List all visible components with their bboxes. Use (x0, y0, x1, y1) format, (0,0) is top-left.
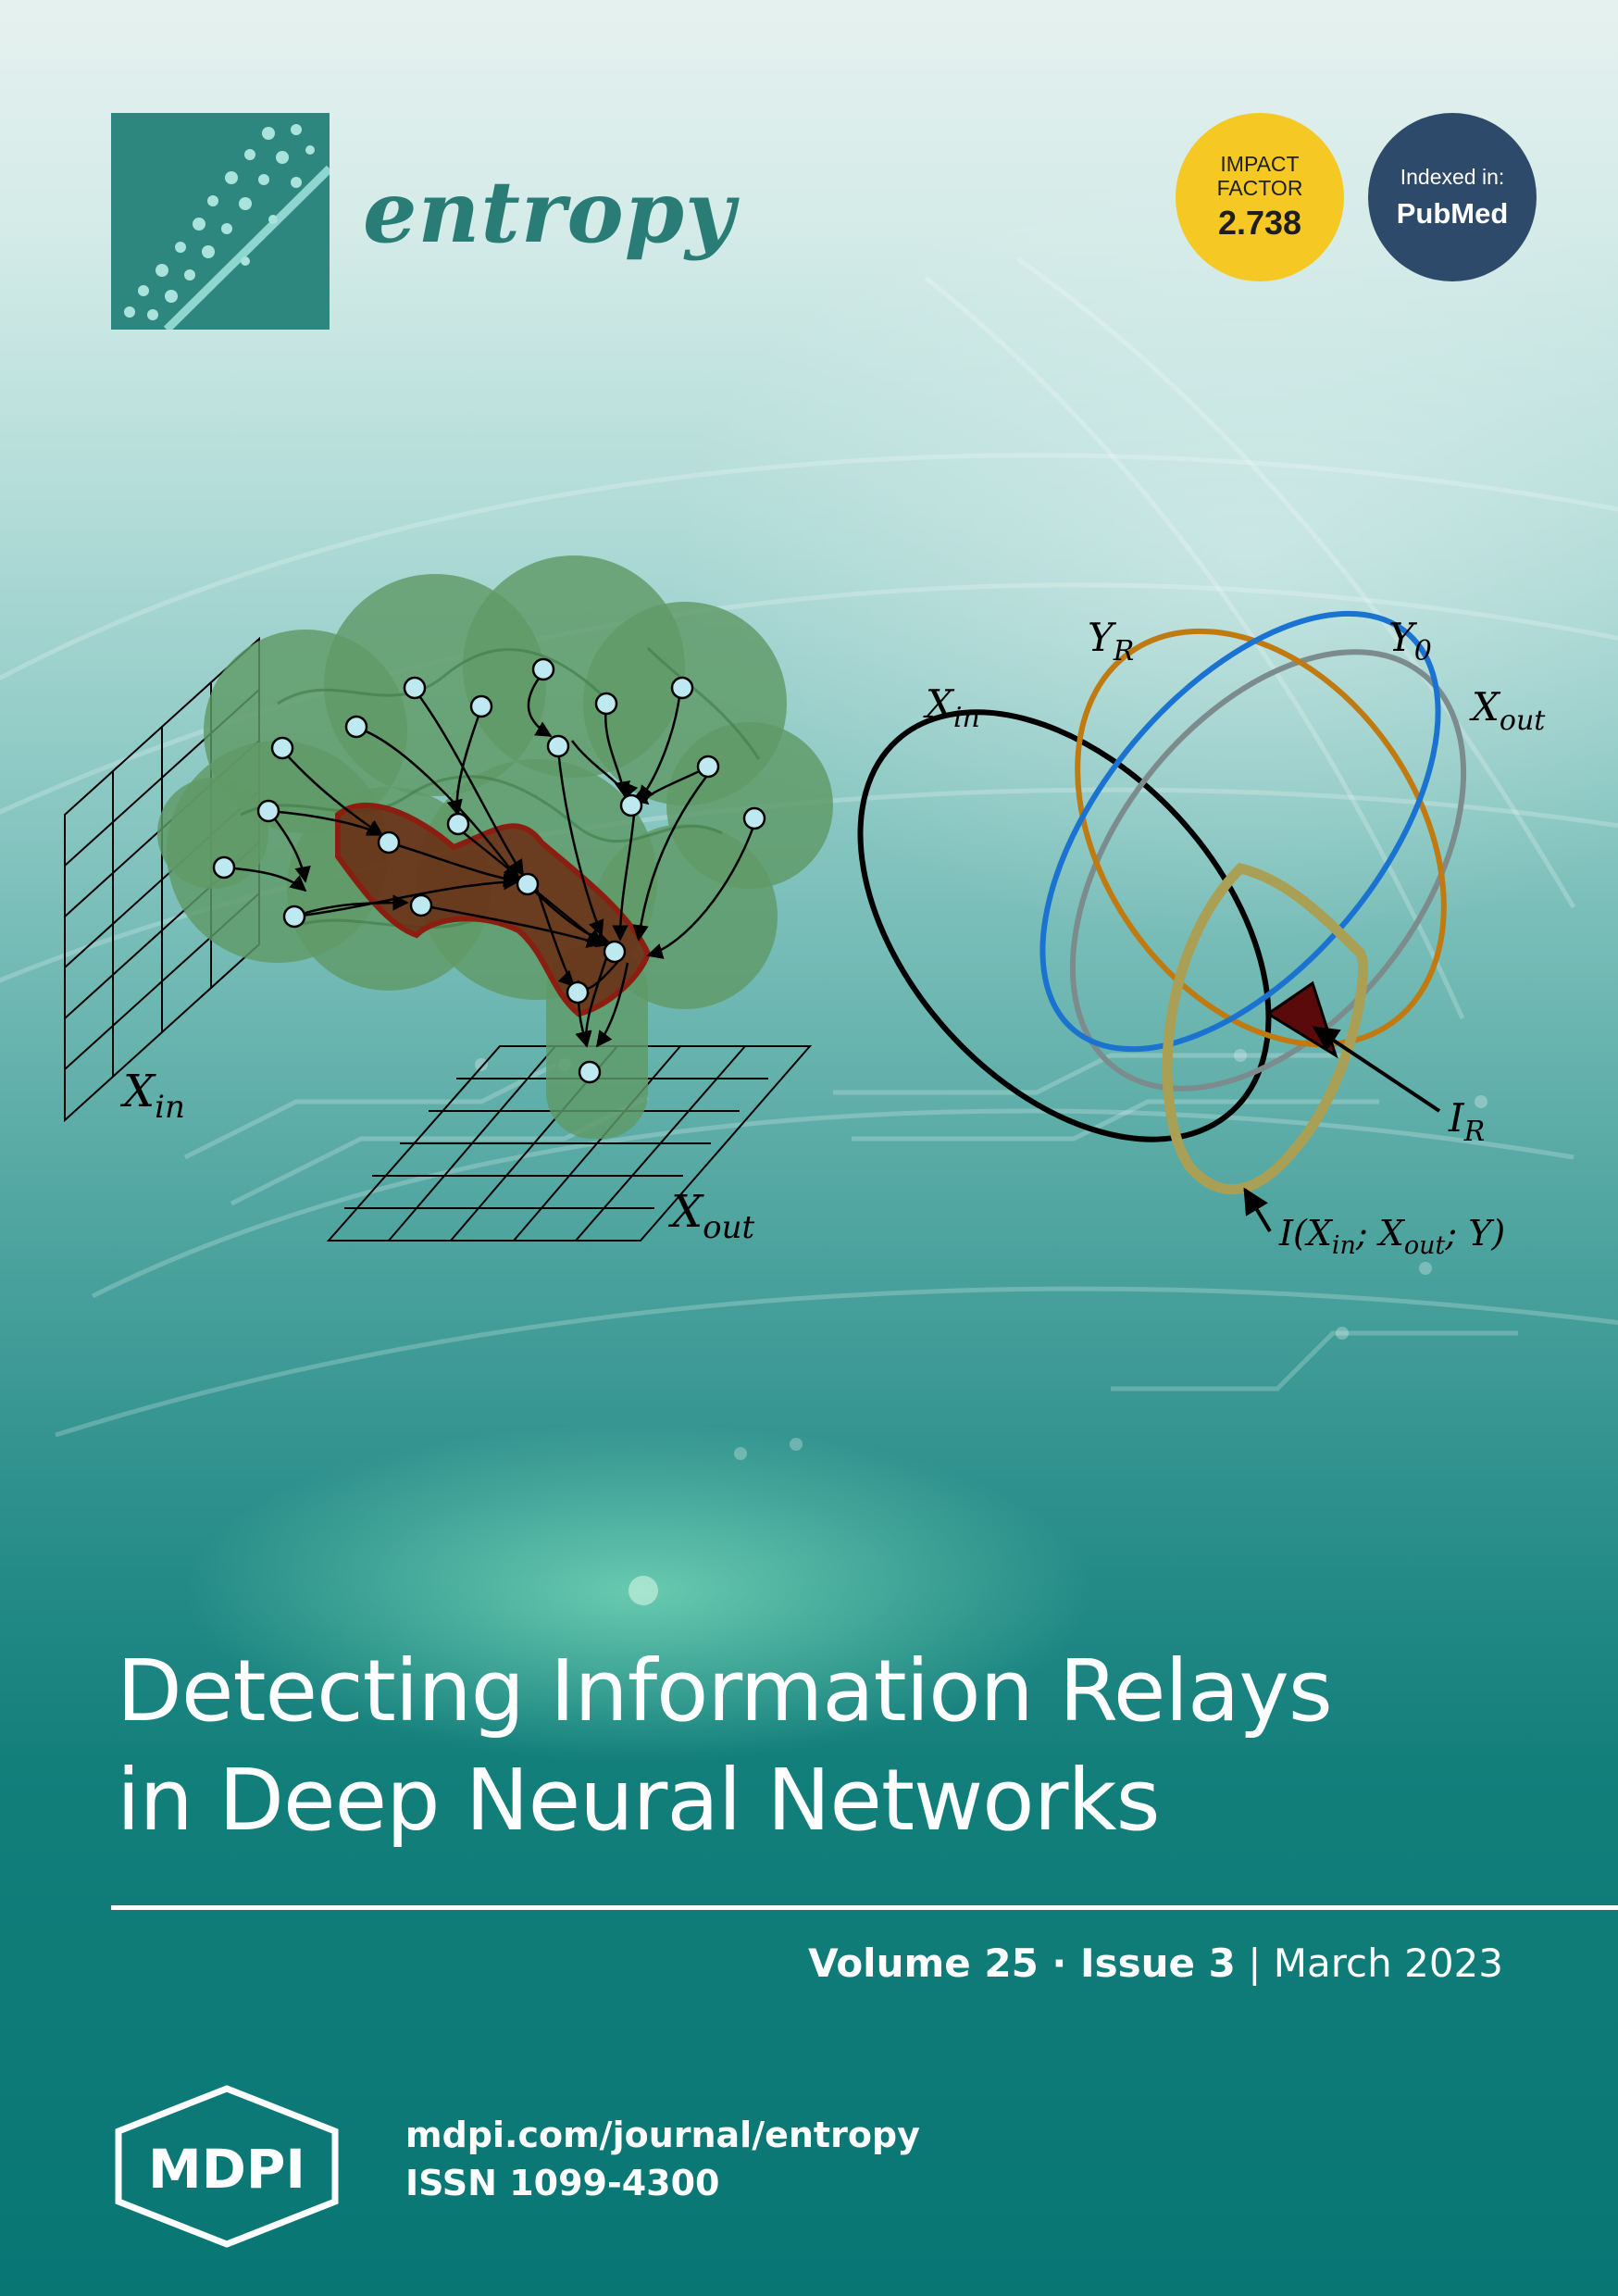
impact-factor-value: 2.738 (1217, 204, 1302, 242)
impact-factor-label-1: IMPACT (1220, 152, 1300, 176)
ellipse-x-out (1069, 649, 1467, 1092)
mutual-info-label: I(X (1278, 1213, 1334, 1254)
impact-factor-badge: IMPACT FACTOR 2.738 (1176, 113, 1344, 281)
svg-text:Xin: Xin (119, 1066, 185, 1126)
x-in-label-left: X (119, 1066, 156, 1117)
mutual-info-arrow (1243, 1187, 1272, 1233)
svg-text:I(Xin; Xout; Y): I(Xin; Xout; Y) (1278, 1213, 1505, 1260)
ellipse-x-in (857, 709, 1272, 1142)
mutual-info-label-sub1: in (1332, 1231, 1356, 1260)
mutual-info-label-end: ; Y) (1444, 1213, 1505, 1254)
mutual-info-label-sub2: out (1404, 1231, 1446, 1260)
x-out-label-left: X (667, 1186, 704, 1238)
x-in-label-right-sub: in (953, 702, 980, 734)
issue-date: March 2023 (1273, 1940, 1503, 1986)
ellipse-y-r (1075, 628, 1447, 1048)
svg-text:Xout: Xout (1469, 684, 1546, 737)
issue-bar: | (1235, 1940, 1274, 1986)
ellipse-mutual-info (1162, 862, 1368, 1195)
mdpi-logo-text: MDPI (148, 2138, 305, 2201)
svg-text:Y0: Y0 (1388, 615, 1432, 668)
y-r-label: Y (1088, 615, 1117, 660)
volume-text: Volume 25 (808, 1940, 1039, 1986)
article-title-line-1: Detecting Information Relays (117, 1641, 1333, 1741)
y-0-label-sub: 0 (1414, 635, 1432, 668)
i-r-label: I (1448, 1095, 1465, 1141)
issue-separator: · (1038, 1940, 1080, 1986)
network-edges (223, 671, 756, 1048)
journal-url: mdpi.com/journal/entropy (405, 2115, 920, 2155)
mdpi-hexagon-icon (115, 2085, 339, 2248)
network-nodes (212, 657, 766, 1084)
i-r-label-sub: R (1463, 1116, 1486, 1148)
svg-text:IR: IR (1448, 1095, 1485, 1148)
x-out-label-left-sub: out (703, 1209, 754, 1246)
article-title: Detecting Information Relays in Deep Neu… (117, 1637, 1542, 1855)
x-in-label-left-sub: in (155, 1089, 185, 1126)
issue-number: Issue 3 (1080, 1940, 1236, 1986)
svg-text:Xout: Xout (667, 1186, 755, 1246)
i-r-arrow (1312, 1026, 1441, 1113)
brain-folds (240, 646, 761, 930)
y-0-label: Y (1388, 615, 1418, 660)
y-r-label-sub: R (1113, 635, 1135, 668)
x-out-label-right: X (1469, 684, 1501, 730)
impact-factor-label-2: FACTOR (1216, 176, 1303, 200)
indexed-label: Indexed in: (1400, 164, 1505, 189)
svg-text:YR: YR (1088, 615, 1134, 668)
journal-logo (111, 113, 333, 333)
issue-info: Volume 25 · Issue 3 | March 2023 (808, 1940, 1503, 1986)
article-title-line-2: in Deep Neural Networks (117, 1751, 1161, 1850)
x-out-label-right-sub: out (1500, 705, 1546, 737)
ellipse-y-0 (1039, 610, 1441, 1053)
journal-name: entropy (363, 162, 736, 262)
title-divider (111, 1905, 1618, 1910)
ellipse-diagram (857, 610, 1467, 1195)
svg-text:Xin: Xin (923, 681, 980, 734)
mdpi-logo: MDPI (115, 2085, 339, 2248)
relay-region (335, 802, 652, 1017)
mutual-info-label-mid: ; X (1355, 1213, 1406, 1254)
issn: ISSN 1099-4300 (405, 2163, 720, 2203)
pubmed-badge: Indexed in: PubMed (1368, 113, 1537, 281)
entropy-logo-icon (124, 124, 333, 333)
indexed-value: PubMed (1396, 196, 1509, 230)
x-in-label-right: X (923, 681, 955, 727)
